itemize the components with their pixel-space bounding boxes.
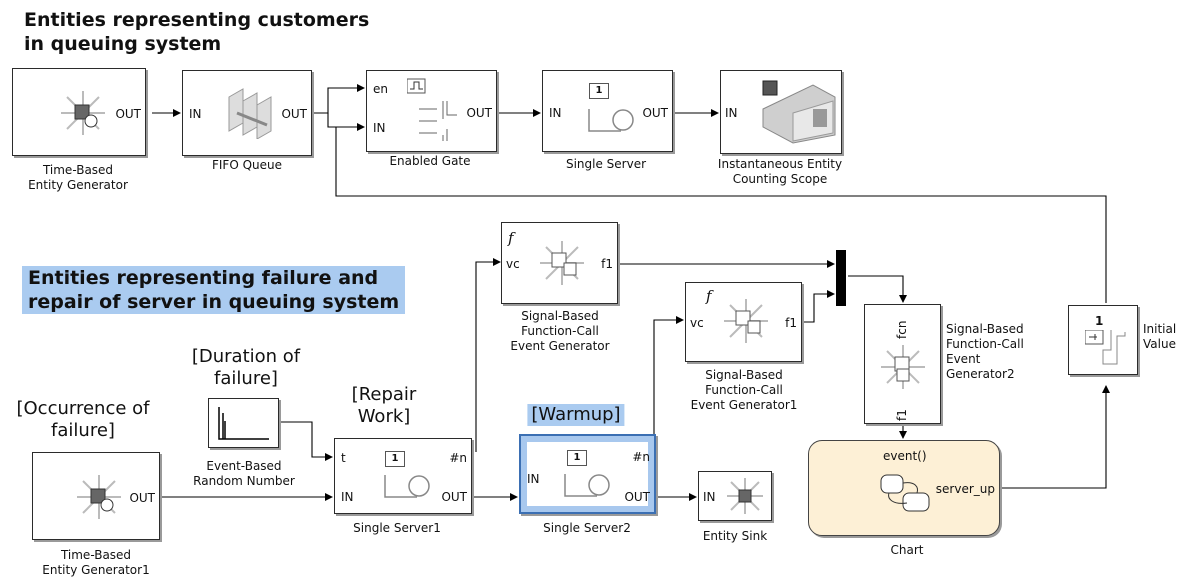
port-vc: vc — [690, 316, 704, 330]
function-call-generator-icon — [881, 345, 925, 389]
port-fcn: fcn — [895, 320, 909, 339]
port-out: OUT — [115, 107, 141, 121]
capacity-badge: 1 — [567, 450, 587, 466]
annotation-warmup: [Warmup] — [527, 404, 625, 426]
port-n: #n — [449, 451, 467, 465]
block-single-server2[interactable]: 1 IN #n OUT — [519, 434, 656, 514]
label-function-call-generator2: Signal-Based Function-Call Event Generat… — [946, 322, 1024, 381]
block-enabled-gate[interactable]: en IN OUT — [366, 70, 497, 152]
port-f1: f1 — [895, 409, 909, 421]
port-n: #n — [632, 450, 650, 464]
block-entity-sink[interactable]: IN — [698, 471, 772, 521]
block-fifo-queue[interactable]: IN OUT — [182, 70, 312, 156]
port-f1: f1 — [601, 257, 613, 271]
capacity-badge: 1 — [385, 451, 405, 467]
heading-failure: Entities representing failure and repair… — [22, 266, 406, 314]
heading-customers: Entities representing customers in queui… — [24, 9, 370, 55]
port-server-up: server_up — [935, 482, 995, 496]
block-time-based-entity-generator[interactable]: OUT — [12, 68, 146, 156]
port-out: OUT — [129, 491, 155, 505]
port-in: IN — [189, 107, 202, 121]
server-icon — [564, 474, 610, 497]
port-f1: f1 — [785, 316, 797, 330]
port-in: IN — [725, 106, 738, 120]
label-counting-scope: Instantaneous Entity Counting Scope — [717, 157, 843, 186]
label-enabled-gate: Enabled Gate — [389, 154, 471, 168]
annotation-repair-work: [Repair Work] — [351, 384, 417, 427]
label-time-based-entity-generator: Time-Based Entity Generator — [28, 163, 128, 192]
function-call-generator-icon — [540, 241, 584, 285]
block-function-call-generator2[interactable]: fcn f1 — [864, 304, 941, 424]
port-out: OUT — [624, 490, 650, 504]
label-entity-sink: Entity Sink — [702, 529, 768, 543]
initial-value-text: 1 — [1095, 314, 1104, 328]
block-initial-value[interactable]: 1 — [1068, 305, 1138, 375]
entity-generator-icon — [61, 91, 105, 135]
mux-block[interactable] — [836, 250, 846, 306]
label-initial-value: Initial Value — [1143, 322, 1177, 351]
gate-icon — [407, 78, 457, 141]
port-in: IN — [341, 490, 354, 504]
initial-value-icon — [1085, 330, 1126, 365]
server-icon — [384, 475, 430, 498]
label-single-server: Single Server — [565, 157, 647, 171]
port-out: OUT — [281, 107, 307, 121]
block-chart[interactable]: event() server_up — [808, 440, 1000, 536]
port-in: IN — [703, 490, 716, 504]
entity-generator-icon — [77, 475, 121, 519]
port-in: IN — [373, 121, 386, 135]
annotation-occurrence-of-failure: [Occurrence of failure] — [16, 398, 150, 441]
label-random-number: Event-Based Random Number — [193, 459, 295, 488]
block-function-call-generator[interactable]: f vc f1 — [501, 222, 618, 304]
server-icon — [588, 109, 634, 132]
block-single-server[interactable]: 1 IN OUT — [542, 70, 673, 152]
block-random-number[interactable] — [208, 398, 279, 448]
label-single-server1: Single Server1 — [353, 521, 441, 535]
queue-icon — [228, 88, 272, 139]
port-vc: vc — [506, 257, 520, 271]
function-call-generator-icon — [724, 299, 768, 343]
state-chart-icon — [880, 474, 930, 512]
block-time-based-entity-generator1[interactable]: OUT — [32, 452, 160, 540]
block-function-call-generator1[interactable]: f vc f1 — [685, 282, 802, 362]
capacity-badge: 1 — [589, 83, 609, 99]
random-number-icon — [218, 407, 269, 440]
port-t: t — [341, 451, 346, 465]
label-fifo-queue: FIFO Queue — [211, 158, 283, 172]
entity-sink-icon — [727, 478, 763, 514]
annotation-duration-of-failure: [Duration of failure] — [191, 346, 301, 389]
function-glyph: f — [508, 229, 514, 247]
port-out: OUT — [466, 106, 492, 120]
block-counting-scope[interactable]: IN — [720, 70, 842, 154]
port-in: IN — [549, 106, 562, 120]
function-glyph: f — [706, 287, 712, 305]
block-single-server1[interactable]: 1 t #n IN OUT — [334, 438, 472, 514]
port-out: OUT — [642, 106, 668, 120]
port-en: en — [373, 82, 388, 96]
label-time-based-entity-generator1: Time-Based Entity Generator1 — [42, 548, 150, 577]
port-in: IN — [527, 472, 540, 486]
port-out: OUT — [441, 490, 467, 504]
label-function-call-generator: Signal-Based Function-Call Event Generat… — [510, 309, 610, 353]
label-chart: Chart — [890, 543, 924, 557]
label-single-server2: Single Server2 — [543, 521, 631, 535]
chart-event-label: event() — [883, 449, 927, 463]
scope-icon — [762, 80, 836, 144]
label-function-call-generator1: Signal-Based Function-Call Event Generat… — [690, 368, 798, 412]
